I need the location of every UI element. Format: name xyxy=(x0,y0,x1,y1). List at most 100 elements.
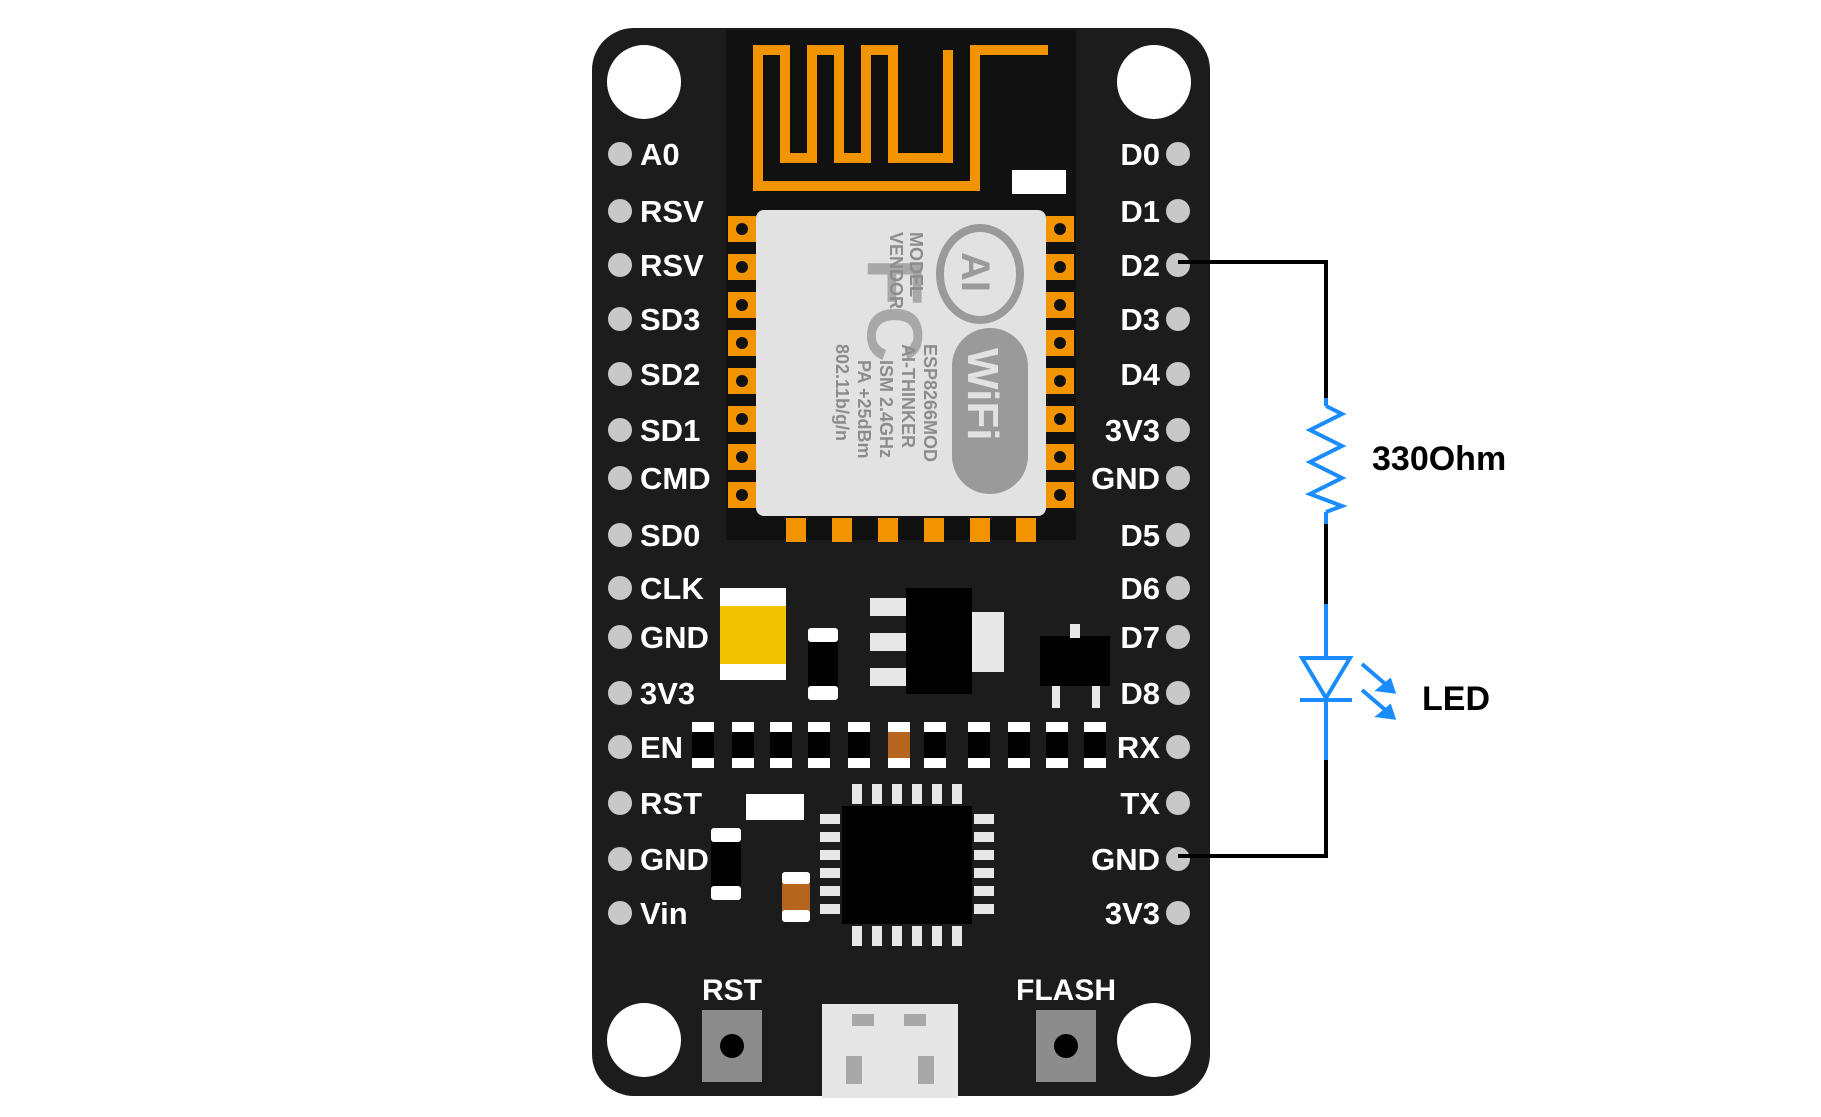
smd-capacitor-brown-end-b xyxy=(782,910,810,922)
module-line-7: 802.11b/g/n xyxy=(832,344,852,441)
pin-label-right-5: D4 xyxy=(1120,357,1160,392)
smd-resistor-row xyxy=(848,722,870,768)
transistor-pin-top xyxy=(1070,624,1080,638)
regulator-pin-2 xyxy=(870,633,906,651)
chip-pin-top xyxy=(892,784,902,804)
pin-label-left-11: 3V3 xyxy=(640,676,695,711)
module-pad-hole xyxy=(1054,299,1066,311)
chip-pin-bottom xyxy=(932,926,942,946)
usb-slot-3 xyxy=(846,1056,862,1084)
regulator-pin-1 xyxy=(870,598,906,616)
pin-label-right-12: RX xyxy=(1117,730,1160,765)
chip-pin-top xyxy=(872,784,882,804)
pin-label-right-4: D3 xyxy=(1120,302,1160,337)
chip-pin-left xyxy=(820,814,840,824)
smd-row-end-bottom xyxy=(770,758,792,768)
pin-label-left-15: Vin xyxy=(640,896,688,931)
module-pad-hole xyxy=(1054,223,1066,235)
smd-row-end-top xyxy=(924,722,946,732)
pin-pad-right-1 xyxy=(1166,142,1190,166)
smd-diode-end-a xyxy=(711,828,741,842)
pin-pad-left-10 xyxy=(608,625,632,649)
regulator-pin-3 xyxy=(870,668,906,686)
pin-label-right-9: D6 xyxy=(1120,571,1160,606)
usb-slot-4 xyxy=(918,1056,934,1084)
pin-label-left-4: SD3 xyxy=(640,302,700,337)
pin-pad-right-7 xyxy=(1166,466,1190,490)
pin-pad-left-15 xyxy=(608,901,632,925)
module-pad-bottom xyxy=(924,518,944,542)
pin-label-left-3: RSV xyxy=(640,248,704,283)
usb-slot-1 xyxy=(852,1014,874,1026)
module-pad-hole xyxy=(736,299,748,311)
module-pad-hole xyxy=(1054,261,1066,273)
pin-label-left-2: RSV xyxy=(640,194,704,229)
ai-thinker-logo xyxy=(936,224,1024,324)
chip-pin-right xyxy=(974,868,994,878)
smd-row-end-top xyxy=(770,722,792,732)
pin-label-left-9: CLK xyxy=(640,571,704,606)
module-pad-hole xyxy=(736,489,748,501)
rst-button-label: RST xyxy=(702,974,762,1007)
transistor xyxy=(1040,636,1110,686)
smd-resistor-row xyxy=(924,722,946,768)
smd-row-end-top xyxy=(848,722,870,732)
mounting-hole-top-right xyxy=(1117,45,1191,119)
pin-pad-right-3 xyxy=(1166,253,1190,277)
flash-button-cap[interactable] xyxy=(1054,1034,1078,1058)
smd-component-row xyxy=(692,722,1106,768)
pin-pad-right-10 xyxy=(1166,625,1190,649)
smd-row-end-bottom xyxy=(692,758,714,768)
smd-resistor-row xyxy=(732,722,754,768)
wire-d2-to-resistor xyxy=(1178,260,1328,400)
pin-pad-left-14 xyxy=(608,847,632,871)
wire-led-to-gnd xyxy=(1178,758,1328,858)
pin-pad-right-4 xyxy=(1166,307,1190,331)
module-line-3: ESP8266MOD xyxy=(920,344,940,462)
smd-row-end-bottom xyxy=(732,758,754,768)
module-markings: FC MODEL VENDOR ESP8266MOD AI-THINKER IS… xyxy=(832,224,1028,494)
pin-label-left-5: SD2 xyxy=(640,357,700,392)
chip-pin-right xyxy=(974,850,994,860)
pin-label-right-11: D8 xyxy=(1120,676,1160,711)
module-line-4: AI-THINKER xyxy=(898,344,918,448)
smd-resistor-1 xyxy=(808,628,838,700)
module-pad-hole xyxy=(736,337,748,349)
fcc-mark: FC xyxy=(851,258,939,362)
module-pad-bottom xyxy=(786,518,806,542)
pin-pad-right-5 xyxy=(1166,362,1190,386)
usb-slot-2 xyxy=(904,1014,926,1026)
module-pad-hole xyxy=(736,223,748,235)
module-line-1: MODEL xyxy=(906,232,926,297)
smd-row-end-top xyxy=(968,722,990,732)
module-pad-bottom xyxy=(878,518,898,542)
chip-pin-right xyxy=(974,832,994,842)
module-pad-hole xyxy=(736,375,748,387)
pin-pad-right-8 xyxy=(1166,523,1190,547)
transistor-pin-left xyxy=(1052,686,1060,708)
wifi-mark: WiFi xyxy=(958,348,1007,440)
pin-pad-right-2 xyxy=(1166,199,1190,223)
smd-row-end-bottom xyxy=(1008,758,1030,768)
micro-usb-port xyxy=(822,1004,958,1098)
smd-resistor-row xyxy=(692,722,714,768)
mounting-hole-bottom-left xyxy=(607,1003,681,1077)
pin-label-left-6: SD1 xyxy=(640,413,700,448)
pin-pad-left-9 xyxy=(608,576,632,600)
regulator-tab xyxy=(972,612,1004,672)
chip-pin-bottom xyxy=(852,926,862,946)
pin-pad-right-12 xyxy=(1166,735,1190,759)
pin-pad-left-13 xyxy=(608,791,632,815)
pin-label-left-1: A0 xyxy=(640,137,680,172)
rst-button-cap[interactable] xyxy=(720,1034,744,1058)
smd-row-end-top xyxy=(732,722,754,732)
pin-pad-right-9 xyxy=(1166,576,1190,600)
resistor-symbol xyxy=(1305,398,1348,524)
module-pad-hole xyxy=(736,261,748,273)
vendor-mark: AI xyxy=(953,252,997,292)
module-pad-bottom xyxy=(832,518,852,542)
smd-resistor-row xyxy=(1008,722,1030,768)
mounting-hole-top-left xyxy=(607,45,681,119)
led-symbol xyxy=(1298,604,1397,760)
